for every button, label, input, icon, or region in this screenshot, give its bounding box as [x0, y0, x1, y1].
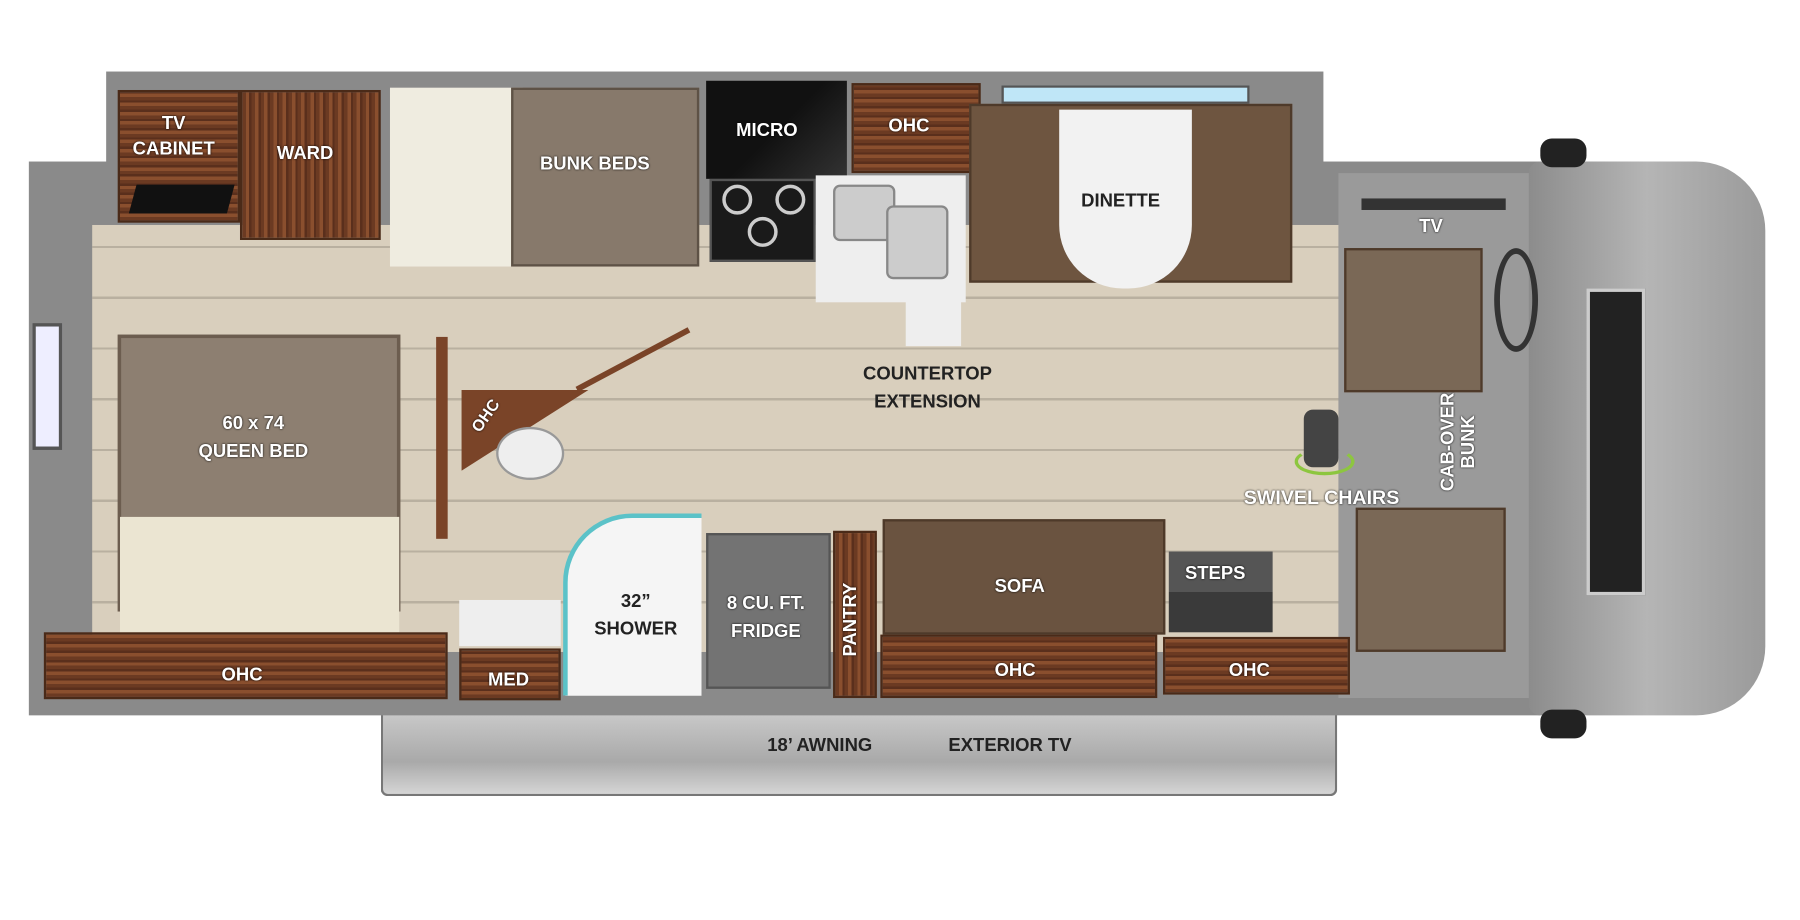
bunk-beds-label: BUNK BEDS	[539, 154, 650, 175]
med-label: MED	[488, 670, 530, 690]
tv-cabinet-line2: CABINET	[132, 139, 215, 160]
window-dinette	[1001, 85, 1250, 104]
microwave	[706, 80, 847, 179]
fridge-text: FRIDGE	[730, 621, 801, 642]
shower	[563, 513, 702, 696]
tv-cabinet-line1: TV	[161, 114, 186, 134]
steps-label: STEPS	[1184, 564, 1246, 584]
tv-cabinet-label: TV CABINET	[133, 112, 215, 163]
queen-bed-type: QUEEN BED	[198, 441, 309, 462]
ohc-kitchen-label: OHC	[888, 116, 930, 137]
bath-wall	[436, 336, 448, 539]
shower-size: 32”	[620, 591, 651, 612]
shower-text: SHOWER	[594, 619, 678, 640]
dinette-label: DINETTE	[1081, 191, 1161, 212]
fridge-label: 8 CU. FT. FRIDGE	[727, 591, 805, 646]
cab-tv	[1361, 198, 1506, 210]
cab-over-line1: CAB-OVER	[1438, 392, 1459, 492]
swivel-chair-top	[1344, 248, 1483, 393]
pantry	[833, 530, 877, 699]
sink-right	[886, 205, 949, 280]
ohc-steps-label: OHC	[1228, 661, 1270, 681]
sink-bath	[459, 599, 561, 647]
fridge	[706, 533, 831, 689]
swivel-chairs-label: SWIVEL CHAIRS	[1243, 486, 1400, 509]
ohc-bedroom-label: OHC	[221, 665, 263, 686]
countertop-extension-label: COUNTERTOP EXTENSION	[863, 361, 992, 416]
tv-icon	[128, 184, 235, 214]
queen-bed-size: 60 x 74	[222, 414, 285, 434]
sink-left	[833, 184, 896, 242]
sofa	[882, 519, 1166, 635]
burner-icon	[775, 184, 806, 215]
window-rear	[32, 323, 63, 450]
pantry-label: PANTRY	[841, 582, 861, 657]
fridge-size: 8 CU. FT.	[726, 594, 805, 614]
swivel-rotation-icon	[1294, 447, 1355, 476]
windshield	[1586, 288, 1646, 596]
bunk-beds	[511, 87, 700, 267]
countertop-line1: COUNTERTOP	[863, 364, 992, 385]
ohc-sofa	[880, 634, 1158, 699]
mirror-top	[1540, 138, 1587, 168]
countertop-line2: EXTENSION	[874, 392, 981, 412]
ohc-sofa-label: OHC	[994, 661, 1036, 681]
wardrobe	[239, 89, 381, 240]
shower-label: 32” SHOWER	[594, 588, 677, 643]
burner-icon	[722, 184, 753, 215]
cab-over-line2: BUNK	[1459, 415, 1479, 469]
swivel-chair-bottom	[1355, 507, 1506, 652]
micro-label: MICRO	[736, 121, 798, 141]
exterior-tv-label: EXTERIOR TV	[948, 736, 1072, 756]
med-cabinet	[459, 648, 561, 701]
ohc-bedroom	[43, 632, 448, 700]
ward-label: WARD	[276, 144, 334, 164]
countertop-extension	[905, 294, 962, 347]
mirror-bottom	[1540, 709, 1587, 739]
queen-bed-label: 60 x 74 QUEEN BED	[198, 411, 308, 466]
awning-label: 18’ AWNING	[767, 736, 873, 756]
toilet-icon	[496, 426, 565, 480]
bunk-pillow	[389, 87, 523, 267]
cab-tv-label: TV	[1419, 216, 1443, 237]
awning	[380, 713, 1338, 797]
burner-icon	[747, 216, 778, 247]
steps	[1168, 551, 1273, 633]
truck-front	[1528, 161, 1766, 716]
sofa-label: SOFA	[994, 576, 1045, 597]
steering-wheel-icon	[1494, 248, 1539, 352]
ohc-steps	[1163, 636, 1350, 695]
cab-over-bunk-label: CAB-OVER BUNK	[1438, 393, 1480, 491]
dinette-table	[1059, 109, 1192, 289]
queen-bed-pillows	[119, 516, 400, 633]
